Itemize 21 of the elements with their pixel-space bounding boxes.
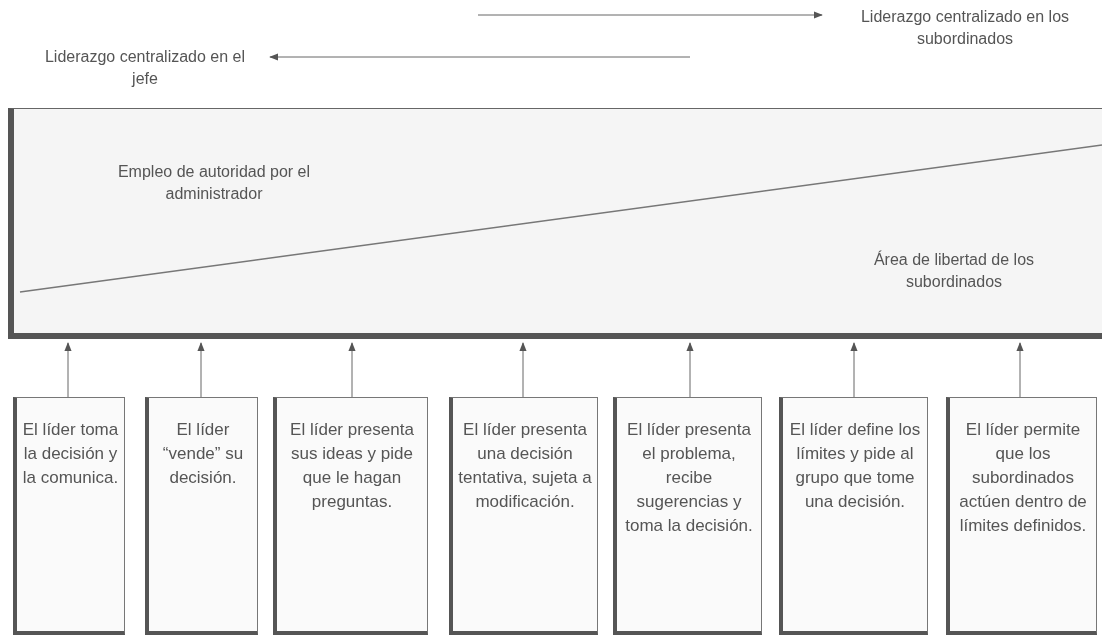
arrow [269, 53, 691, 61]
arrow [850, 342, 858, 398]
arrow [1016, 342, 1024, 398]
leadership-behavior-box: El líder define los límites y pide al grupo que tome una decisión. [779, 397, 928, 635]
panel-label: Área de libertad de los subordinados [872, 249, 1036, 292]
panel-label: Empleo de autoridad por el administrador [116, 162, 312, 204]
heading-text: Liderazgo centralizado en los subordinados [830, 6, 1100, 50]
leadership-behavior-box: El líder permite que los subordinados actúen dentro de límites definidos. [946, 397, 1097, 635]
arrow [686, 342, 694, 398]
arrow [64, 342, 72, 398]
arrow [477, 11, 823, 19]
leadership-behavior-box: El líder toma la decisión y la comunica. [13, 397, 125, 635]
authority-panel [8, 108, 1102, 339]
arrow [348, 342, 356, 398]
heading-text: Liderazgo centralizado en el jefe [30, 46, 260, 90]
arrow [197, 342, 205, 398]
leadership-behavior-box: El líder “vende” su decisión. [145, 397, 258, 635]
leadership-behavior-box: El líder presenta una decisión tentativa, sujeta a modificación. [449, 397, 598, 635]
arrow [519, 342, 527, 398]
leadership-behavior-box: El líder presenta sus ideas y pide que le hagan preguntas. [273, 397, 428, 635]
leadership-behavior-box: El líder presenta el problema, recibe sugerencias y toma la decisión. [613, 397, 762, 635]
